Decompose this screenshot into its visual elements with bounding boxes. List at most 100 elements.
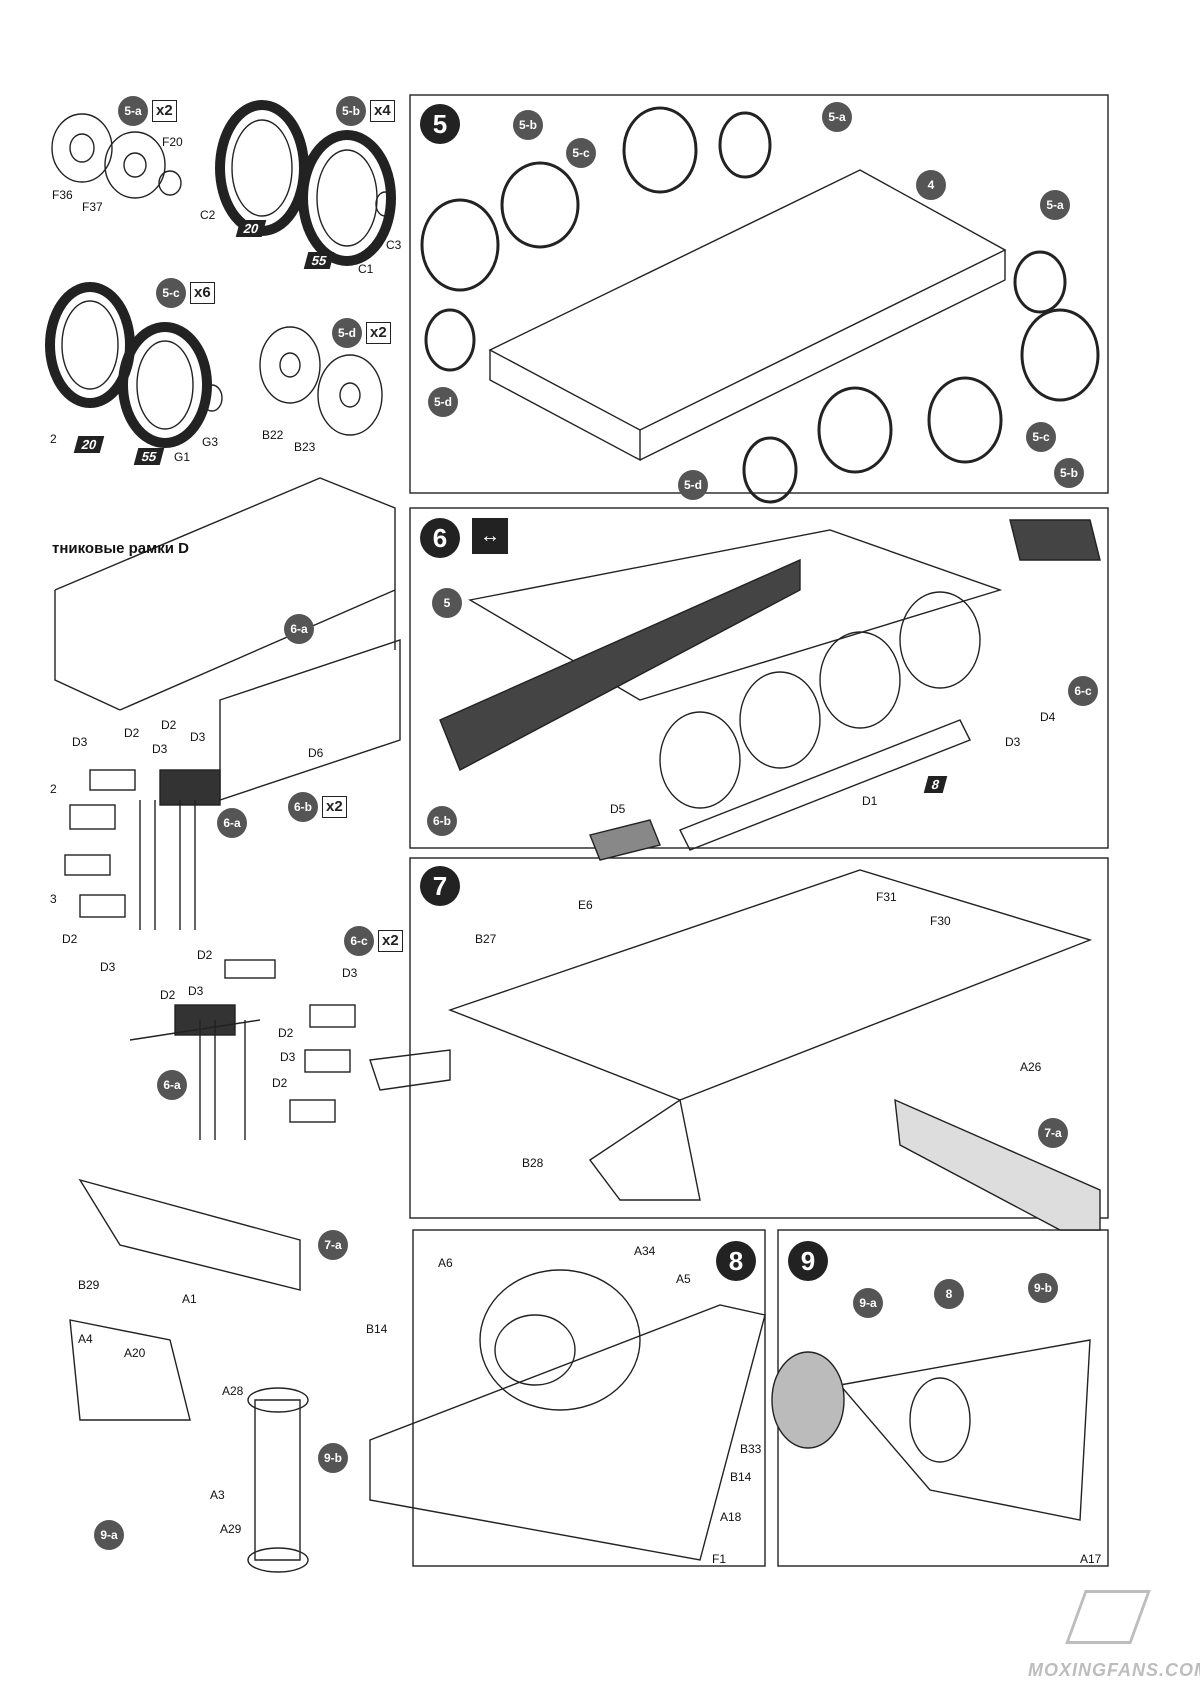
part-B28: B28 xyxy=(522,1156,544,1170)
wheel-5c-drawing xyxy=(45,282,223,448)
left-bottom-parts-drawing xyxy=(69,1178,309,1573)
step-8-number: 8 xyxy=(716,1241,756,1281)
part-D3-step6: D3 xyxy=(1005,735,1021,749)
subassembly-5c-label: 5-c xyxy=(156,278,186,308)
sprue-sub-6a-top: 6-a xyxy=(284,614,314,644)
panel-step-5-frame xyxy=(409,94,1109,494)
part-B29: B29 xyxy=(78,1278,100,1292)
part-B14-b: B14 xyxy=(730,1470,752,1484)
step-6-number: 6 xyxy=(420,518,460,558)
step5-sub-5c: 5-c xyxy=(566,138,596,168)
part-B23: B23 xyxy=(294,440,316,454)
step6-sub-6b: 6-b xyxy=(427,806,457,836)
step5-sub-5a-right: 5-a xyxy=(1040,190,1070,220)
sprue-posts-drawing xyxy=(129,800,261,1140)
part-D3-a: D3 xyxy=(72,735,88,749)
qty-5c: x6 xyxy=(190,282,215,304)
part-B33: B33 xyxy=(740,1442,762,1456)
part-D3-g: D3 xyxy=(280,1050,296,1064)
part-D2-a: D2 xyxy=(161,718,177,732)
subassembly-5a-label: 5-a xyxy=(118,96,148,126)
qty-5b: x4 xyxy=(370,100,395,122)
track-links-left-drawing xyxy=(64,769,356,1123)
part-A1: A1 xyxy=(182,1292,197,1306)
part-D2-e: D2 xyxy=(160,988,176,1002)
subassembly-9a-label-left: 9-a xyxy=(94,1520,124,1550)
part-D2-g: D2 xyxy=(272,1076,288,1090)
part-D2-b: D2 xyxy=(124,726,140,740)
qty-6b: x2 xyxy=(322,796,347,818)
part-A4: A4 xyxy=(78,1332,93,1346)
subassembly-5d-label: 5-d xyxy=(332,318,362,348)
part-A29: A29 xyxy=(220,1522,242,1536)
subassembly-6b-label: 6-b xyxy=(288,792,318,822)
part-C3: C3 xyxy=(386,238,402,252)
part-B27: B27 xyxy=(475,932,497,946)
part-A6: A6 xyxy=(438,1256,453,1270)
step5-sub-5b-right: 5-b xyxy=(1054,458,1084,488)
part-D3-e: D3 xyxy=(342,966,358,980)
step-9-number: 9 xyxy=(788,1241,828,1281)
part-A3: A3 xyxy=(210,1488,225,1502)
step9-sub-9b: 9-b xyxy=(1028,1273,1058,1303)
subassembly-5b-label: 5-b xyxy=(336,96,366,126)
step-5-number: 5 xyxy=(420,104,460,144)
part-B22: B22 xyxy=(262,428,284,442)
part-G3: G3 xyxy=(202,435,219,449)
part-C1: C1 xyxy=(358,262,374,276)
step7-sub-7a: 7-a xyxy=(1038,1118,1068,1148)
step-5-chassis-drawing xyxy=(420,106,1100,504)
subassembly-9b-label-left: 9-b xyxy=(318,1443,348,1473)
paint-ref-20-5c: 20 xyxy=(73,436,105,453)
part-A20: A20 xyxy=(124,1346,146,1360)
part-A5: A5 xyxy=(676,1272,691,1286)
step5-sub-5b-top: 5-b xyxy=(513,110,543,140)
step6-sub-5: 5 xyxy=(432,588,462,618)
panel-step-7-frame xyxy=(409,857,1109,1219)
subassembly-7a-label-left: 7-a xyxy=(318,1230,348,1260)
step-7-hull-floor-drawing xyxy=(369,869,1101,1231)
part-G1: G1 xyxy=(174,450,191,464)
part-A34: A34 xyxy=(634,1244,656,1258)
part-F20: F20 xyxy=(162,135,183,149)
part-E6: E6 xyxy=(578,898,593,912)
step5-sub-5d-bottom: 5-d xyxy=(678,470,708,500)
sprocket-5d-drawing xyxy=(259,326,383,436)
step5-sub-4: 4 xyxy=(916,170,946,200)
step-6-tank-drawing xyxy=(439,519,1101,861)
part-D5: D5 xyxy=(610,802,626,816)
left-fragment-2b: 2 xyxy=(50,782,57,796)
part-D3-b: D3 xyxy=(152,742,168,756)
paint-ref-20-5b: 20 xyxy=(235,220,267,237)
part-D6: D6 xyxy=(308,746,324,760)
part-D3-d: D3 xyxy=(100,960,116,974)
step-9-hull-plate-drawing xyxy=(771,1339,1091,1521)
paint-ref-55-5b: 55 xyxy=(303,252,335,269)
sprue-sub-6a-bottom: 6-a xyxy=(157,1070,187,1100)
part-F31: F31 xyxy=(876,890,897,904)
watermark-text: MOXINGFANS.COM xyxy=(1028,1660,1200,1680)
qty-5a: x2 xyxy=(152,100,177,122)
panel-step-8-frame xyxy=(412,1229,766,1567)
sprue-frame-drawing xyxy=(54,477,401,801)
qty-6c: x2 xyxy=(378,930,403,952)
part-A26: A26 xyxy=(1020,1060,1042,1074)
qty-5d: x2 xyxy=(366,322,391,344)
symmetry-icon: ↔ xyxy=(472,518,508,554)
sprue-caption: тниковые рамки D xyxy=(52,540,189,557)
step-8-upper-hull-drawing xyxy=(369,1269,766,1561)
part-D2-f: D2 xyxy=(278,1026,294,1040)
step6-sub-6c: 6-c xyxy=(1068,676,1098,706)
part-A17: A17 xyxy=(1080,1552,1102,1566)
part-A28: A28 xyxy=(222,1384,244,1398)
wheel-5b-drawing xyxy=(215,100,396,266)
part-F36: F36 xyxy=(52,188,73,202)
step5-sub-5a-top: 5-a xyxy=(822,102,852,132)
part-D4: D4 xyxy=(1040,710,1056,724)
subassembly-6c-label: 6-c xyxy=(344,926,374,956)
part-C2: C2 xyxy=(200,208,216,222)
part-A18: A18 xyxy=(720,1510,742,1524)
part-D2-c: D2 xyxy=(62,932,78,946)
sprue-sub-6a-mid: 6-a xyxy=(217,808,247,838)
panel-step-6-frame xyxy=(409,507,1109,849)
